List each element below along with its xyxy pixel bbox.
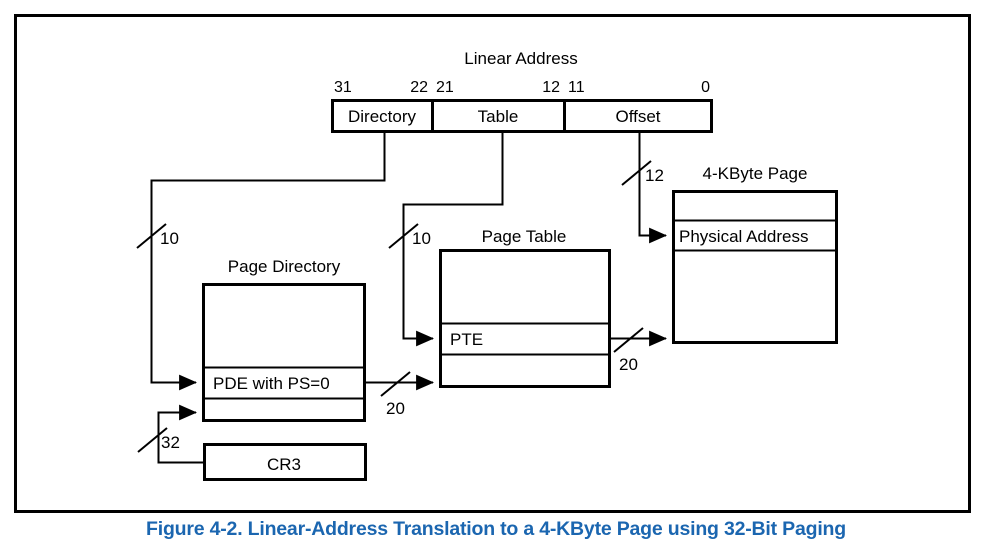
cr3-label: CR3 <box>267 455 301 474</box>
connector-directory-to-page-directory <box>150 131 386 391</box>
four-kbyte-page-title: 4-KByte Page <box>703 164 808 183</box>
width-tick-cr3-base <box>137 427 168 453</box>
cr3-box <box>203 443 367 481</box>
page-directory-box <box>202 283 366 422</box>
connector-table-to-page-table <box>402 131 504 347</box>
field-label-directory: Directory <box>348 107 417 126</box>
page-table-box <box>439 249 611 388</box>
width-label-cr3-base: 32 <box>161 433 180 452</box>
bit-label-31: 31 <box>334 79 352 96</box>
field-label-table: Table <box>478 107 519 126</box>
width-tick-pde-base <box>380 371 411 397</box>
width-label-pde-base: 20 <box>386 399 405 418</box>
linear-address-box <box>331 99 713 133</box>
width-tick-offset <box>621 160 652 186</box>
linear-address-title: Linear Address <box>464 49 577 68</box>
width-label-offset: 12 <box>645 166 664 185</box>
bit-label-12: 12 <box>542 79 560 96</box>
width-label-table-index: 10 <box>412 229 431 248</box>
figure-border <box>14 14 971 513</box>
field-label-offset: Offset <box>615 107 660 126</box>
bit-label-21: 21 <box>436 79 454 96</box>
bit-label-0: 0 <box>701 79 710 96</box>
four-kbyte-page-box <box>672 190 838 344</box>
width-label-pte-base: 20 <box>619 355 638 374</box>
page-directory-entry-label: PDE with PS=0 <box>213 374 330 393</box>
physical-address-label: Physical Address <box>679 227 808 246</box>
width-tick-directory-index <box>136 223 167 249</box>
figure-caption: Figure 4-2. Linear-Address Translation t… <box>146 518 846 540</box>
page-directory-title: Page Directory <box>228 257 341 276</box>
width-tick-table-index <box>388 223 419 249</box>
connector-offset-to-page <box>638 131 668 244</box>
width-tick-pte-base <box>613 327 644 353</box>
bit-label-22: 22 <box>410 79 428 96</box>
connector-cr3-to-page-directory <box>157 404 204 464</box>
bit-label-11: 11 <box>568 79 585 96</box>
width-label-directory-index: 10 <box>160 229 179 248</box>
page-table-title: Page Table <box>482 227 567 246</box>
page-table-entry-label: PTE <box>450 330 483 349</box>
